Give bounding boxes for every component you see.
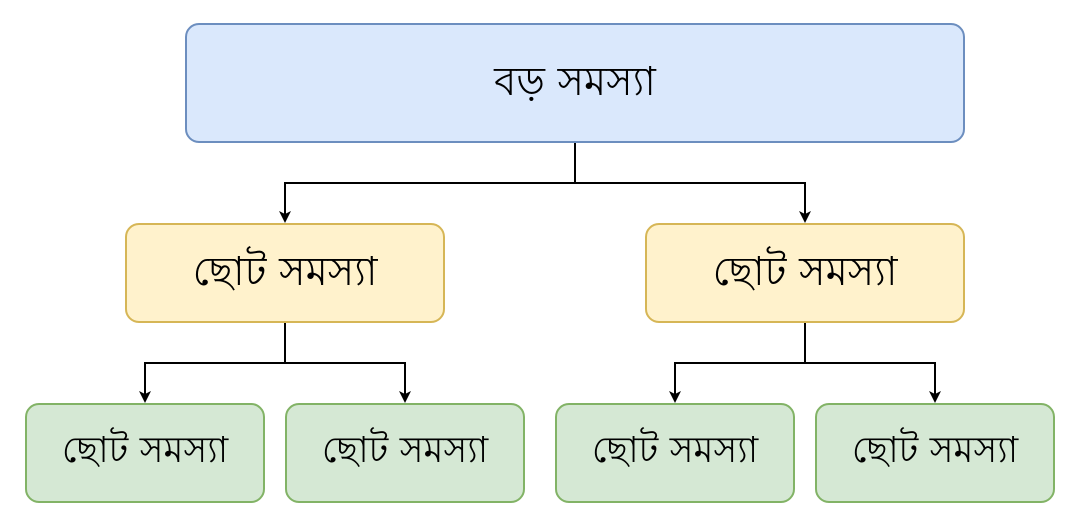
leaf-problem-node: ছোট সমস্যা <box>25 403 265 503</box>
edge-root-to-right-child <box>575 182 811 223</box>
root-problem-label: বড় সমস্যা <box>494 58 656 105</box>
edge-root-to-left-child <box>279 143 576 223</box>
leaf-problem-label: ছোট সমস্যা <box>321 430 489 471</box>
leaf-problem-node: ছোট সমস্যা <box>285 403 525 503</box>
subproblem-node-right: ছোট সমস্যা <box>645 223 965 323</box>
leaf-problem-label: ছোট সমস্যা <box>591 430 759 471</box>
edge-right-child-to-leaf-2 <box>805 362 941 403</box>
leaf-problem-node: ছোট সমস্যা <box>815 403 1055 503</box>
subproblem-node-left: ছোট সমস্যা <box>125 223 445 323</box>
subproblem-label: ছোট সমস্যা <box>712 248 898 295</box>
edge-left-child-to-leaf-1 <box>139 323 286 403</box>
leaf-problem-label: ছোট সমস্যা <box>851 430 1019 471</box>
root-problem-node: বড় সমস্যা <box>185 23 965 143</box>
subproblem-label: ছোট সমস্যা <box>192 248 378 295</box>
leaf-problem-node: ছোট সমস্যা <box>555 403 795 503</box>
edge-left-child-to-leaf-2 <box>285 362 411 403</box>
leaf-problem-label: ছোট সমস্যা <box>61 430 229 471</box>
edge-right-child-to-leaf-1 <box>669 323 806 403</box>
